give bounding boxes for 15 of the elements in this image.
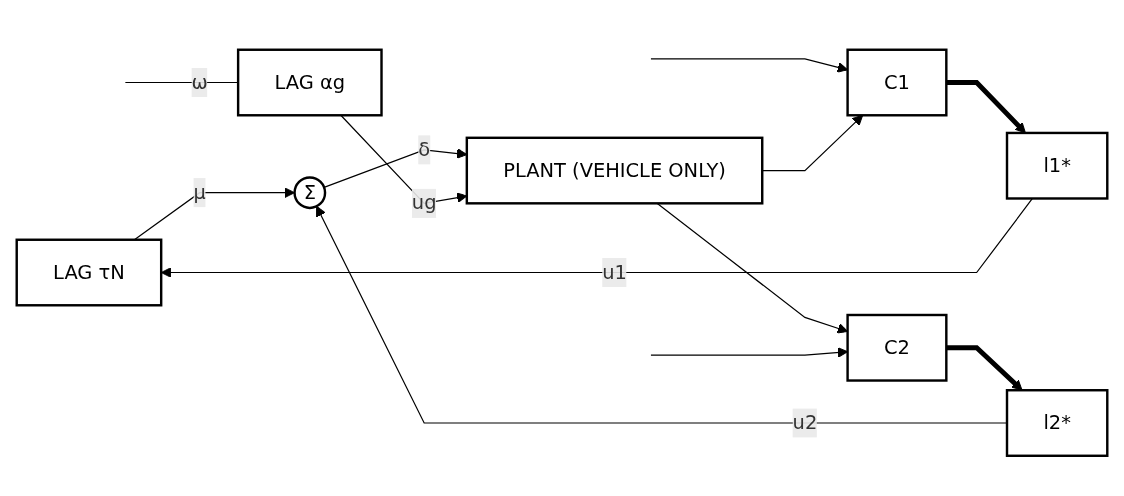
- node-box: LAG αg: [236, 48, 383, 117]
- edge-label: δ: [418, 137, 431, 161]
- edge-label: u1: [602, 260, 627, 284]
- arrow: [316, 205, 1008, 424]
- edge-label: μ: [193, 180, 206, 204]
- node-box: C2: [846, 313, 948, 382]
- node-box: C1: [846, 48, 948, 117]
- node-box: l1*: [1005, 131, 1109, 200]
- edge-label: u2: [792, 410, 818, 434]
- node-circle: Σ: [293, 176, 327, 209]
- edge-label: ω: [191, 70, 208, 94]
- node-box: LAG τN: [15, 238, 163, 307]
- edge-label: ug: [411, 190, 437, 215]
- node-box: l2*: [1005, 388, 1109, 457]
- node-box: PLANT (VEHICLE ONLY): [465, 136, 764, 205]
